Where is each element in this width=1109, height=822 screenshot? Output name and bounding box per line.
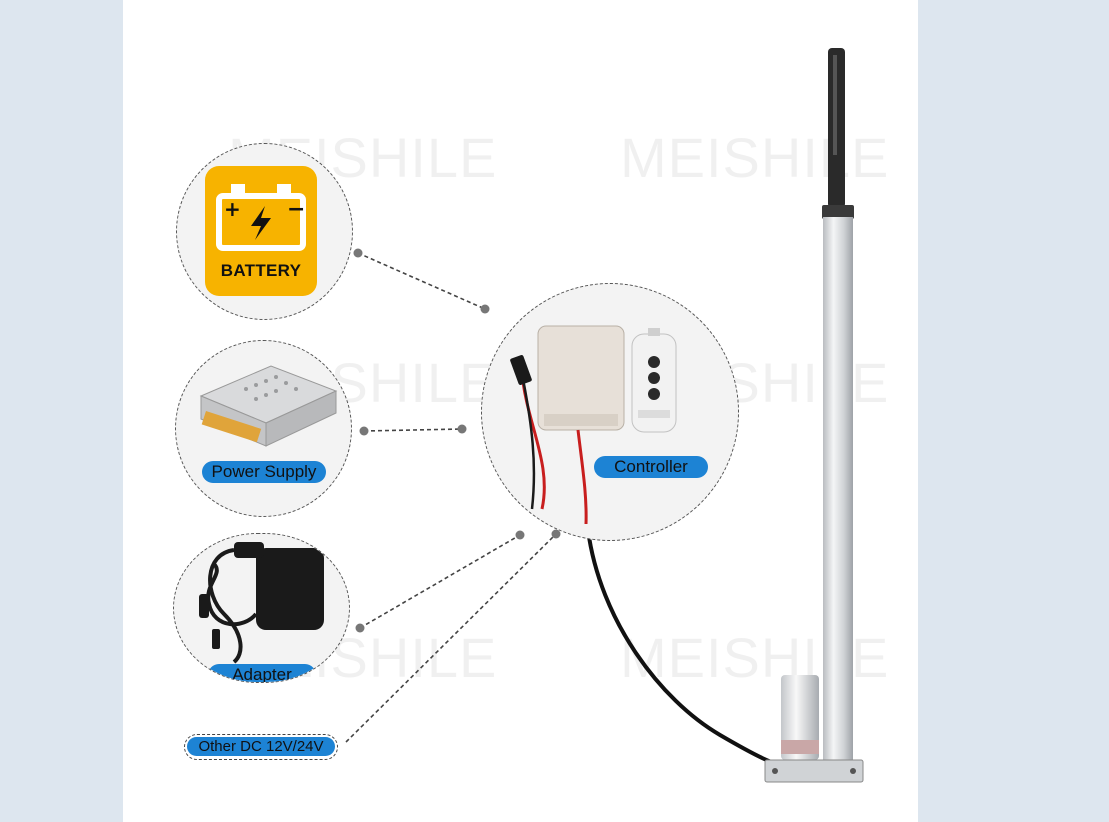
connector-dot	[551, 529, 561, 539]
adapter-image	[199, 542, 324, 664]
controller-label: Controller	[594, 456, 708, 478]
controller-image	[510, 325, 677, 525]
battery-icon-tile: + − BATTERY	[205, 166, 317, 296]
power-supply-circle: Power Supply	[175, 340, 352, 517]
other-dc-label: Other DC 12V/24V	[187, 737, 335, 756]
power-supply-image	[199, 365, 338, 447]
svg-text:−: −	[287, 197, 305, 222]
power-supply-label: Power Supply	[202, 461, 326, 483]
connector-dot	[457, 424, 467, 434]
connector-dot	[355, 623, 365, 633]
adapter-circle: Adapter	[173, 533, 350, 683]
battery-circle: + − BATTERY	[176, 143, 353, 320]
connector-dot	[480, 304, 490, 314]
connector-dot	[359, 426, 369, 436]
battery-label: BATTERY	[220, 261, 302, 280]
controller-circle: Controller	[481, 283, 739, 541]
connector-dot	[515, 530, 525, 540]
adapter-label: Adapter	[208, 664, 316, 682]
battery-icon: + −	[216, 184, 306, 251]
linear-actuator	[764, 48, 864, 783]
other-dc-badge: Other DC 12V/24V	[184, 734, 338, 760]
svg-text:+: +	[224, 197, 241, 221]
connector-dot	[353, 248, 363, 258]
power-cable	[586, 529, 791, 767]
